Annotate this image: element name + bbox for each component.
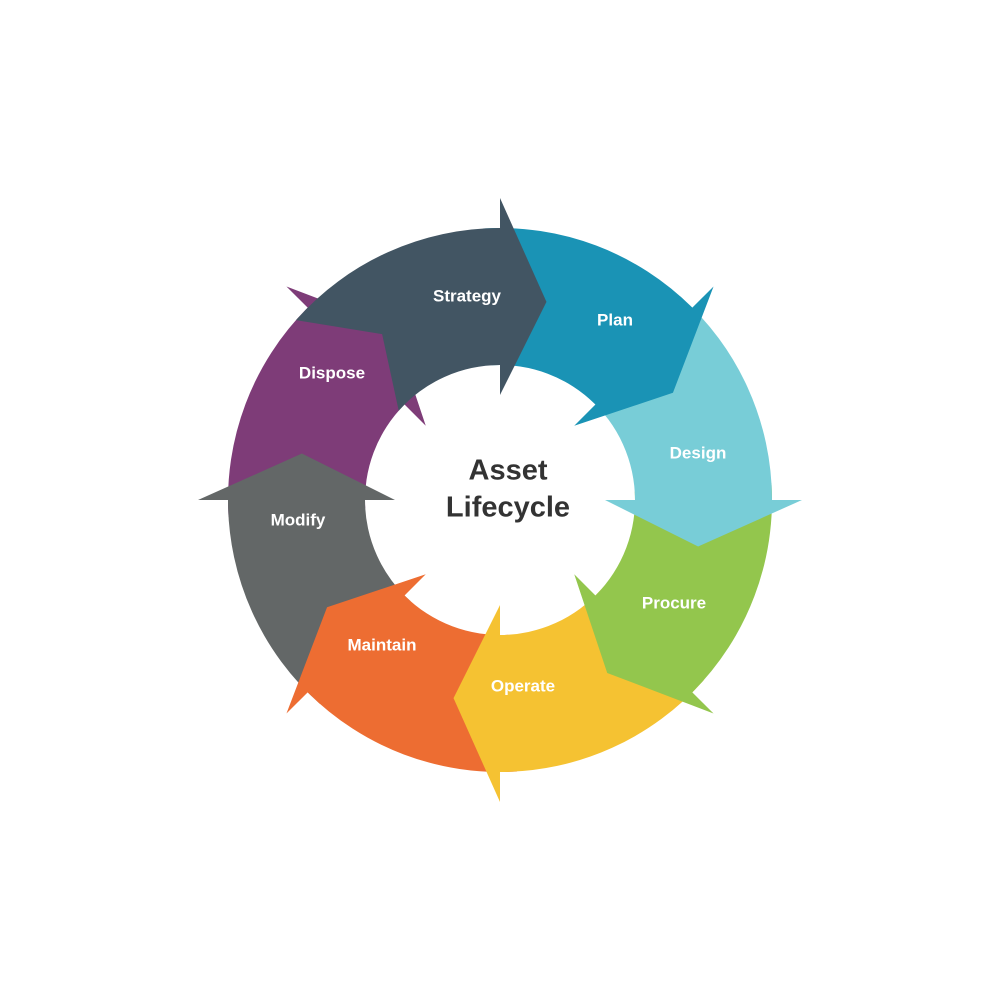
segment-arrow-procure (574, 482, 772, 714)
segment-arrow-modify (198, 453, 411, 705)
segment-arrow-design (589, 295, 802, 547)
segment-label-procure: Procure (642, 593, 706, 612)
cycle-segments (198, 198, 802, 802)
center-title-line1: Asset (469, 455, 548, 487)
segment-arrow-dispose (228, 286, 426, 518)
segment-arrow-operate (453, 589, 705, 802)
segment-arrow-strategy (295, 198, 547, 411)
segment-label-maintain: Maintain (348, 635, 417, 654)
segment-label-strategy: Strategy (433, 286, 502, 305)
segment-label-modify: Modify (271, 510, 326, 529)
segment-arrow-maintain (286, 574, 518, 772)
segment-arrow-plan (482, 228, 714, 426)
segment-label-operate: Operate (491, 676, 555, 695)
segment-label-plan: Plan (597, 310, 633, 329)
segment-label-design: Design (670, 443, 727, 462)
segment-label-dispose: Dispose (299, 363, 365, 382)
center-title-line2: Lifecycle (446, 492, 570, 524)
